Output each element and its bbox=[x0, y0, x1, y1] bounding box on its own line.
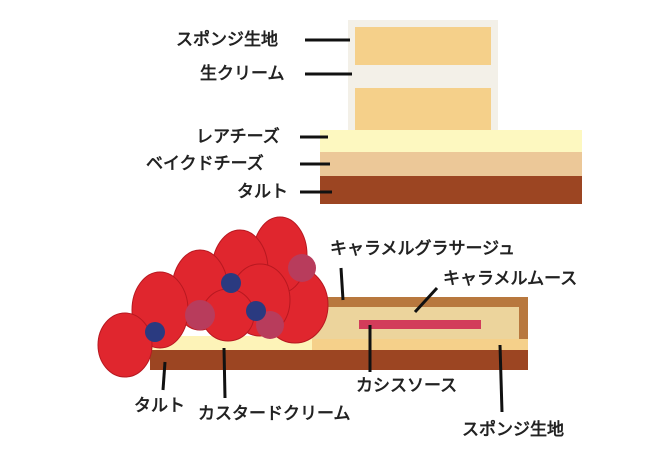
leader-line bbox=[161, 361, 167, 391]
tart-layer bbox=[320, 176, 582, 204]
label-caramel-mousse: キャラメルムース bbox=[443, 269, 578, 289]
raspberry bbox=[185, 300, 215, 330]
leader-line bbox=[413, 286, 439, 314]
top-cake bbox=[300, 20, 582, 204]
leader-line bbox=[222, 347, 227, 399]
strawberry bbox=[97, 312, 153, 378]
custard-layer bbox=[150, 336, 312, 350]
bottom-cake bbox=[97, 216, 528, 413]
raspberry bbox=[288, 254, 316, 282]
label-top-cream: 生クリーム bbox=[200, 64, 285, 84]
label-custard: カスタードクリーム bbox=[198, 404, 351, 424]
blueberry bbox=[145, 322, 165, 342]
label-tart: タルト bbox=[134, 396, 185, 416]
blueberry bbox=[246, 301, 266, 321]
label-cassis-sauce: カシスソース bbox=[356, 376, 458, 396]
label-top-sponge: スポンジ生地 bbox=[176, 30, 278, 50]
rare-cheese-layer bbox=[320, 130, 582, 152]
label-top-baked-cheese: ベイクドチーズ bbox=[146, 154, 264, 174]
sponge-layer bbox=[310, 339, 528, 350]
tart-base bbox=[150, 350, 528, 370]
label-top-rare-cheese: レアチーズ bbox=[196, 127, 280, 147]
blueberries bbox=[145, 273, 266, 342]
label-caramel-glaze: キャラメルグラサージュ bbox=[330, 239, 515, 259]
leader-line bbox=[339, 267, 345, 301]
leader-line bbox=[498, 344, 504, 413]
cassis-sauce bbox=[359, 320, 481, 329]
label-sponge: スポンジ生地 bbox=[462, 420, 564, 440]
label-top-tart: タルト bbox=[237, 182, 288, 202]
strawberries bbox=[97, 216, 329, 378]
sponge-layer-2 bbox=[355, 88, 491, 130]
sponge-layer-1 bbox=[355, 27, 491, 65]
baked-cheese-layer bbox=[320, 152, 582, 176]
blueberry bbox=[221, 273, 241, 293]
